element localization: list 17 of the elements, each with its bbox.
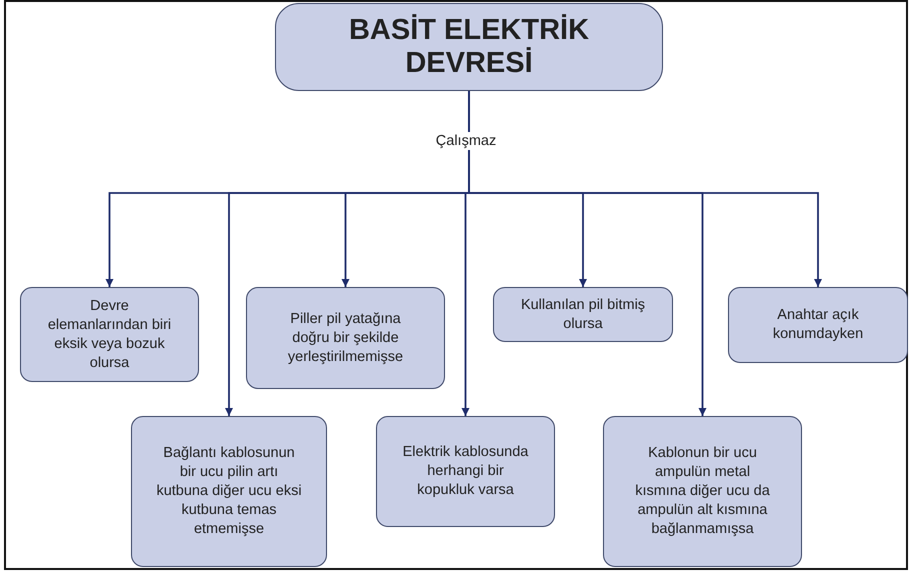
- node-text: BASİT ELEKTRİK DEVRESİ: [348, 14, 590, 80]
- condition-box: [376, 416, 555, 527]
- title-box: [275, 3, 663, 91]
- condition-box: [246, 287, 445, 389]
- condition-box: [728, 287, 908, 363]
- node-text: Piller pil yatağına doğru bir şekilde yerleştirilmemişse: [286, 310, 404, 366]
- node-text: Kablonun bir ucu ampulün metal kısmına diğer ucu da ampulün alt kısmına bağlanmamışsa: [634, 444, 771, 539]
- condition-box: [603, 416, 802, 567]
- node-text: Anahtar açık konumdayken: [772, 306, 864, 344]
- node-text: Elektrik kablosunda herhangi bir kopukluk varsa: [402, 443, 530, 500]
- condition-box: [493, 287, 673, 342]
- node-text: Bağlantı kablosunun bir ucu pilin artı kutbuna diğer ucu eksi kutbuna temas etmemişse: [156, 444, 302, 539]
- condition-box: [20, 287, 199, 382]
- node-text: Kullanılan pil bitmiş olursa: [520, 296, 646, 334]
- node-text: Devre elemanlarından biri eksik veya bozuk olursa: [46, 296, 172, 372]
- condition-box: [131, 416, 327, 567]
- condition-label: Çalışmaz: [434, 132, 498, 150]
